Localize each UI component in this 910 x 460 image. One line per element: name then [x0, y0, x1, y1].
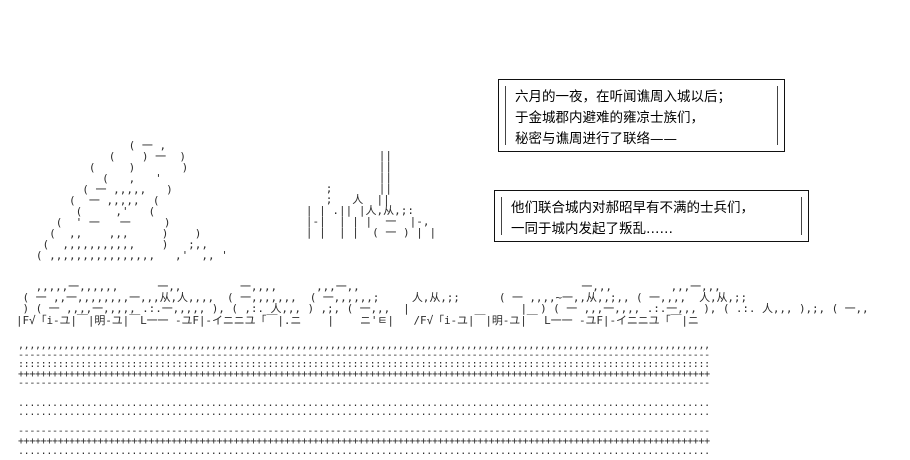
- smoke-plume-art: ( 一 , ( ) 一 ) ( ) ) ( , ' ( 一 ,,,,, ) ( …: [35, 139, 228, 262]
- narration-line: 一同于城内发起了叛乱……: [511, 221, 673, 237]
- pagoda-tower-art: || || || ; || ; 人 || | | .|| |人,从,;: |-|…: [305, 149, 437, 239]
- city-skyline-art: ,,,,,一,,,,,, 一,, 一,,,, ,,,一,, 一,,, ,,,一,…: [16, 280, 869, 327]
- narration-line: 于金城郡内避难的雍凉士族们，: [515, 110, 704, 126]
- narration-line: 六月的一夜，在听闻谯周入城以后；: [515, 89, 731, 105]
- ground-hatching-art: ,,,,,,,,,,,,,,,,,,,,,,,,,,,,,,,,,,,,,,,,…: [18, 340, 710, 457]
- narration-line: 秘密与谯周进行了联络——: [515, 131, 677, 147]
- narration-box-primary[interactable]: 六月的一夜，在听闻谯周入城以后； 于金城郡内避难的雍凉士族们， 秘密与谯周进行了…: [498, 79, 785, 152]
- narration-box-secondary[interactable]: 他们联合城内对郝昭早有不满的士兵们， 一同于城内发起了叛乱……: [494, 190, 809, 242]
- narration-line: 他们联合城内对郝昭早有不满的士兵们，: [511, 200, 754, 216]
